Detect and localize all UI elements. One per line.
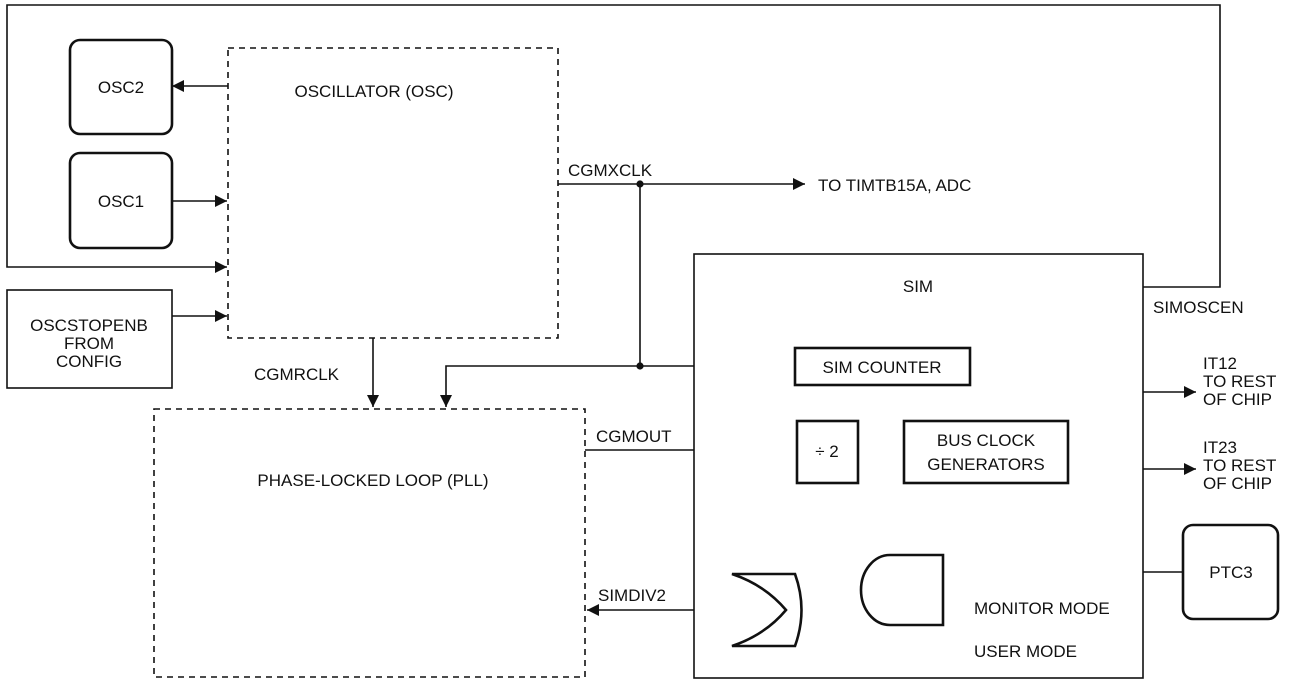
oscstopenb-line-1: OSCSTOPENB [30, 316, 148, 335]
oscillator-block [227, 47, 559, 339]
oscstopenb-block [6, 289, 173, 389]
it23-line-1: IT23 [1203, 438, 1237, 457]
osc1-label: OSC1 [98, 192, 144, 211]
cgmrclk-label: CGMRCLK [254, 365, 340, 384]
it12-line-3: OF CHIP [1203, 390, 1272, 409]
or-gate-icon [731, 572, 803, 648]
simdiv2-label: SIMDIV2 [598, 586, 666, 605]
monitor-mode-label: MONITOR MODE [974, 599, 1110, 618]
oscillator-label: OSCILLATOR (OSC) [294, 82, 453, 101]
ptc3-label: PTC3 [1209, 563, 1252, 582]
ptc3-pin [1181, 523, 1280, 621]
osc2-pin [68, 38, 174, 136]
it23-line-3: OF CHIP [1203, 474, 1272, 493]
to-timtb15a-adc-label: TO TIMTB15A, ADC [818, 176, 971, 195]
cgmout-label: CGMOUT [596, 427, 672, 446]
sim-counter-label: SIM COUNTER [823, 358, 942, 377]
user-mode-label: USER MODE [974, 642, 1077, 661]
bus-clock-line-2: GENERATORS [927, 455, 1044, 474]
it23-line-2: TO REST [1203, 456, 1276, 475]
it12-line-1: IT12 [1203, 354, 1237, 373]
pll-ref-wire [440, 365, 640, 407]
divide-by-two-block [795, 419, 860, 485]
cgmxclk-label: CGMXCLK [568, 161, 653, 180]
and-gate-icon [859, 553, 945, 627]
osc1-pin [68, 151, 174, 250]
bus-clock-line-1: BUS CLOCK [937, 431, 1036, 450]
divide-by-two-label: ÷ 2 [815, 442, 839, 461]
pll-block [153, 408, 586, 678]
sim-label: SIM [903, 277, 933, 296]
oscstopenb-line-2: FROM [64, 334, 114, 353]
sim-counter-block [793, 346, 972, 387]
simoscen-feedback-wire [6, 4, 1221, 288]
oscstopenb-line-3: CONFIG [56, 352, 122, 371]
cgmxclk-junction-bottom [636, 362, 644, 370]
cgmxclk-junction-top [636, 180, 644, 188]
bus-clock-generators-block [902, 419, 1070, 485]
osc2-label: OSC2 [98, 78, 144, 97]
simoscen-label: SIMOSCEN [1153, 298, 1244, 317]
pll-label: PHASE-LOCKED LOOP (PLL) [257, 471, 488, 490]
it12-line-2: TO REST [1203, 372, 1276, 391]
